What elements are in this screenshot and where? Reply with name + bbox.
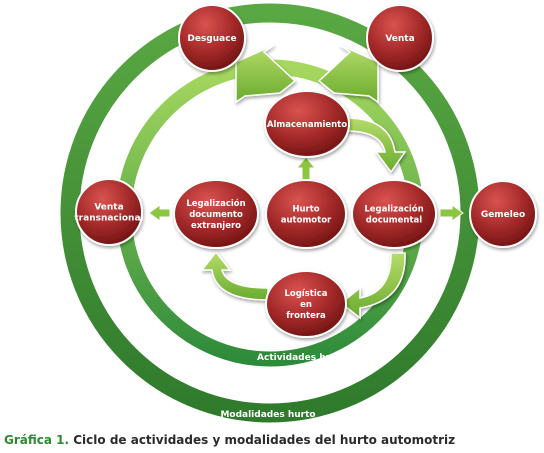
arrow-to-gemeleo — [439, 204, 464, 222]
node-almacenamiento: Almacenamiento — [264, 90, 350, 158]
node-desguace-label: Desguace — [187, 34, 236, 44]
node-gemeleo-label: Gemeleo — [481, 210, 525, 220]
figure-caption: Gráfica 1. Ciclo de actividades y modali… — [4, 433, 455, 447]
node-label-line: frontera — [286, 311, 326, 321]
caption-label: Gráfica 1. — [4, 433, 70, 447]
cycle-arrow-1 — [345, 117, 407, 174]
cycle-diagram: Modalidades hurto Actividades hurto Desg… — [60, 3, 537, 423]
arrow-to-desguace — [235, 44, 297, 104]
inner-ring-label: Actividades hurto — [257, 353, 347, 363]
caption-text: Ciclo de actividades y modalidades del h… — [73, 433, 456, 447]
arrow-hurto-to-almacenamiento — [295, 156, 317, 181]
node-label-line: en — [300, 300, 312, 310]
cycle-arrow-3 — [200, 250, 269, 301]
node-label-line: Logística — [284, 289, 327, 299]
node-label-line: automotor — [281, 216, 332, 226]
node-label-line: Venta — [385, 34, 414, 44]
node-almacenamiento-label: Almacenamiento — [267, 120, 347, 130]
node-label-line: Legalización — [364, 204, 423, 215]
node-label-line: Venta — [94, 203, 123, 213]
node-label-line: documental — [366, 216, 422, 226]
node-gemeleo: Gemeleo — [469, 180, 537, 248]
node-label-line: Desguace — [187, 34, 236, 44]
node-label-line: Legalización — [186, 198, 245, 209]
node-label-line: documento — [189, 210, 243, 220]
node-label-line: Hurto — [292, 205, 319, 215]
node-label-line: transnacional — [74, 214, 143, 224]
node-desguace: Desguace — [178, 4, 246, 72]
arrow-to-venta — [317, 44, 379, 104]
node-venta-label: Venta — [385, 34, 414, 44]
node-label-line: extranjero — [191, 221, 241, 231]
outer-ring-label: Modalidades hurto — [220, 410, 315, 420]
node-venta: Venta — [366, 4, 434, 72]
arrow-to-venta-transnacional — [148, 204, 171, 222]
node-label-line: Almacenamiento — [267, 120, 347, 130]
node-label-line: Gemeleo — [481, 210, 525, 220]
